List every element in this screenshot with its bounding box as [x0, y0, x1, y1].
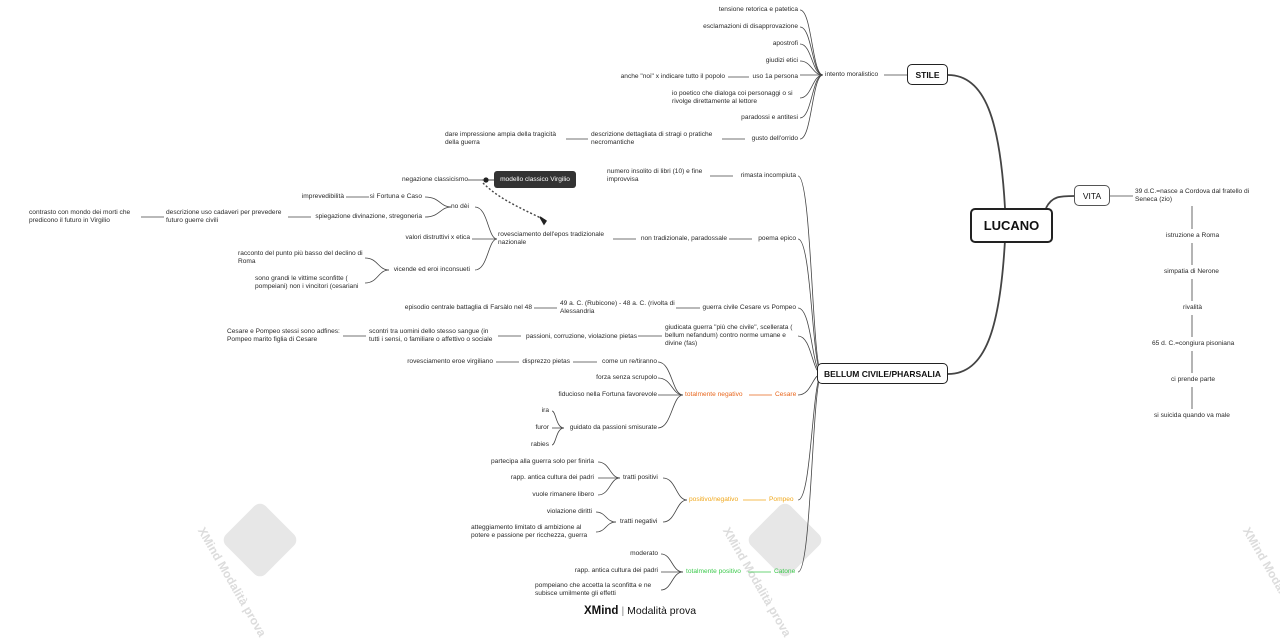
- vita-item[interactable]: istruzione a Roma: [1166, 232, 1220, 239]
- bellum-si-fortuna[interactable]: sì Fortuna e Caso: [369, 193, 422, 200]
- pompeo-violazione[interactable]: violazione diritti: [546, 508, 592, 515]
- pompeo-partecipa[interactable]: partecipa alla guerra solo per finirla: [491, 458, 594, 465]
- bellum-vicende[interactable]: vicende ed eroi inconsueti: [393, 266, 470, 273]
- bellum-racconto[interactable]: racconto del punto più basso del declino…: [238, 250, 363, 265]
- bellum-poema-epico[interactable]: poema epico: [758, 235, 796, 242]
- stile-intento[interactable]: intento moralistico: [825, 71, 879, 78]
- bellum-non-tradizionale[interactable]: non tradizionale, paradossale: [640, 235, 727, 242]
- bellum-no-dei[interactable]: no dèi: [451, 203, 469, 210]
- vita-topic[interactable]: VITA: [1074, 185, 1110, 206]
- stile-item[interactable]: esclamazioni di disapprovazione: [703, 23, 798, 30]
- root-topic-lucano[interactable]: LUCANO: [970, 208, 1053, 243]
- catone-rapp-antica[interactable]: rapp. antica cultura dei padri: [574, 567, 658, 574]
- mind-map-canvas: XMind Modalità prova XMind Modalità prov…: [29, 6, 1280, 639]
- cesare-topic[interactable]: Cesare: [775, 391, 797, 398]
- footer-mode: Modalità prova: [627, 605, 697, 617]
- bellum-valori[interactable]: valori distruttivi x etica: [405, 234, 471, 241]
- stile-io-poetico[interactable]: io poetico che dialoga coi personaggi o …: [672, 90, 793, 105]
- bellum-guerra-civile[interactable]: guerra civile Cesare vs Pompeo: [702, 304, 796, 311]
- cesare-totalmente-negativo[interactable]: totalmente negativo: [685, 391, 743, 398]
- catone-totalmente-positivo[interactable]: totalmente positivo: [686, 568, 741, 575]
- stile-topic[interactable]: STILE: [907, 64, 948, 85]
- pompeo-atteggiamento[interactable]: atteggiamento limitato di ambizione al p…: [471, 524, 588, 539]
- stile-dare[interactable]: dare impressione ampia della tragicità d…: [445, 131, 557, 146]
- passione-ira[interactable]: ira: [541, 407, 549, 414]
- cesare-forza[interactable]: forza senza scrupolo: [596, 374, 657, 381]
- bellum-contrasto[interactable]: contrasto con mondo dei morti che predic…: [29, 209, 131, 224]
- cesare-disprezzo[interactable]: disprezzo pietas: [522, 358, 570, 365]
- stile-item[interactable]: giudizi etici: [765, 57, 798, 64]
- catone-moderato[interactable]: moderato: [630, 550, 658, 557]
- vita-item[interactable]: simpatia di Nerone: [1164, 268, 1219, 275]
- bellum-adfines[interactable]: Cesare e Pompeo stessi sono adfines: Pom…: [227, 328, 340, 343]
- bellum-rovesciamento[interactable]: rovesciamento dell'epos tradizionale naz…: [498, 231, 605, 246]
- catone-topic[interactable]: Catone: [774, 568, 796, 575]
- cesare-guidato[interactable]: guidato da passioni smisurate: [569, 424, 657, 431]
- bellum-spiegazione[interactable]: spiegazione divinazione, stregoneria: [315, 213, 422, 220]
- bellum-descrizione-uso[interactable]: descrizione uso cadaveri per prevedere f…: [166, 209, 282, 224]
- callout-modello-virgilio[interactable]: modello classico Virgilio: [494, 171, 576, 188]
- catone-pompeiano[interactable]: pompeiano che accetta la sconfitta e ne …: [535, 582, 652, 597]
- bellum-sono-grandi[interactable]: sono grandi le vittime sconfitte ( pompe…: [255, 275, 359, 290]
- xmind-logo: XMind: [583, 605, 619, 617]
- stile-item[interactable]: tensione retorica e patetica: [718, 6, 798, 13]
- stile-descrizione[interactable]: descrizione dettagliata di stragi o prat…: [591, 131, 713, 146]
- bellum-date[interactable]: 49 a. C. (Rubicone) - 48 a. C. (rivolta …: [560, 300, 675, 315]
- pompeo-positivo-negativo[interactable]: positivo/negativo: [689, 496, 739, 503]
- cesare-rovesciamento-eroe[interactable]: rovesciamento eroe virgiliano: [407, 358, 493, 365]
- footer-trial-banner: XMind|Modalità prova: [0, 605, 1280, 617]
- footer-separator: |: [621, 605, 625, 617]
- bellum-imprevedibilita[interactable]: imprevedibilità: [301, 193, 344, 200]
- bellum-passioni[interactable]: passioni, corruzione, violazione pietas: [525, 333, 637, 340]
- passione-rabies[interactable]: rabies: [531, 441, 549, 448]
- vita-item[interactable]: 65 d. C.=congiura pisoniana: [1152, 340, 1235, 347]
- bellum-episodio[interactable]: episodio centrale battaglia di Farsàlo n…: [404, 304, 532, 311]
- vita-item[interactable]: 39 d.C.=nasce a Cordova dal fratello di …: [1135, 188, 1250, 203]
- pompeo-tratti-negativi[interactable]: tratti negativi: [620, 518, 658, 525]
- vita-item[interactable]: si suicida quando va male: [1154, 412, 1230, 419]
- pompeo-vuole-libero[interactable]: vuole rimanere libero: [532, 491, 594, 498]
- cesare-fiducioso[interactable]: fiducioso nella Fortuna favorevole: [558, 391, 657, 398]
- bellum-scontri[interactable]: scontri tra uomini dello stesso sangue (…: [369, 328, 493, 343]
- bellum-negazione[interactable]: negazione classicismo: [402, 176, 468, 183]
- pompeo-tratti-positivi[interactable]: tratti positivi: [623, 474, 658, 481]
- bellum-rimasta[interactable]: rimasta incompiuta: [740, 172, 796, 179]
- stile-uso[interactable]: uso 1a persona: [752, 73, 798, 80]
- stile-paradossi[interactable]: paradossi e antitesi: [741, 114, 798, 121]
- stile-item[interactable]: apostrofi: [772, 40, 798, 47]
- connector-lines: [141, 9, 1193, 591]
- cesare-come-tiranno[interactable]: come un re/tiranno: [602, 358, 657, 365]
- stile-uso-detail[interactable]: anche "noi" x indicare tutto il popolo: [620, 73, 725, 80]
- bellum-civile-topic[interactable]: BELLUM CIVILE/PHARSALIA: [817, 363, 948, 384]
- bellum-numero[interactable]: numero insolito di libri (10) e fine imp…: [607, 168, 703, 183]
- passione-furor[interactable]: furor: [535, 424, 549, 431]
- bellum-giudicata[interactable]: giudicata guerra "più che civile", scell…: [665, 324, 793, 347]
- pompeo-rapp-antica[interactable]: rapp. antica cultura dei padri: [510, 474, 594, 481]
- stile-gusto[interactable]: gusto dell'orrido: [751, 135, 798, 142]
- pompeo-topic[interactable]: Pompeo: [769, 496, 794, 503]
- vita-item[interactable]: rivalità: [1183, 304, 1203, 311]
- vita-item[interactable]: ci prende parte: [1171, 376, 1215, 383]
